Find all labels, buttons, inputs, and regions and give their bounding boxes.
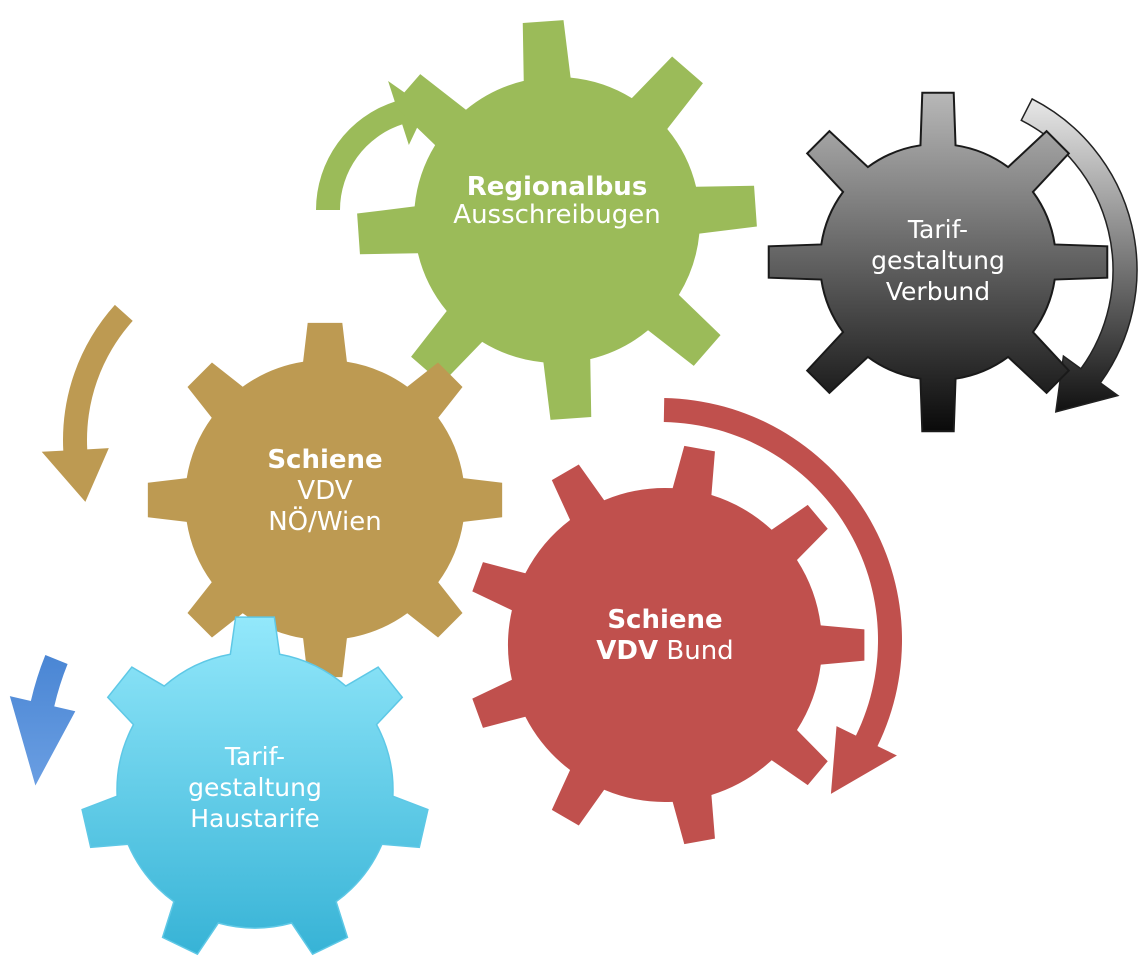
- gear-label-segment: VDV: [596, 636, 658, 666]
- gear-label-segment: VDV: [297, 476, 352, 506]
- gear-label-line: Tarif-: [224, 742, 285, 771]
- gears-layer: Tarif-gestaltungVerbundRegionalbusAussch…: [81, 20, 1109, 956]
- gear-shape: [472, 445, 865, 845]
- gear-label-line: VDV Bund: [596, 636, 733, 666]
- gear-label-line: Haustarife: [190, 804, 320, 833]
- gear-label-line: VDV: [297, 476, 352, 506]
- gear-label-segment: Tarif-: [224, 742, 285, 771]
- gear-label-line: gestaltung: [871, 246, 1005, 275]
- gear-label-segment: Bund: [658, 636, 734, 666]
- cycle-arrow-tan: [41, 304, 133, 502]
- gear-label-segment: NÖ/Wien: [268, 505, 382, 537]
- gear-label-segment: Haustarife: [190, 804, 320, 833]
- gear-label-line: Verbund: [886, 277, 990, 306]
- gear-label-segment: Ausschreibugen: [453, 200, 660, 230]
- gear-label-line: gestaltung: [188, 773, 322, 802]
- gear-label-segment: Schiene: [267, 445, 382, 475]
- gear-label-line: Regionalbus: [467, 172, 648, 202]
- cycle-arrow-green: [316, 81, 427, 210]
- cycle-arrow-blue: [9, 654, 76, 786]
- cycle-arrow-gray: [1020, 97, 1138, 413]
- gear-label-line: NÖ/Wien: [268, 505, 382, 537]
- gear-label-line: Schiene: [607, 605, 722, 635]
- gear-shape: [81, 616, 429, 956]
- gear-label-line: Ausschreibugen: [453, 200, 660, 230]
- gear-label-segment: gestaltung: [188, 773, 322, 802]
- gear-label-segment: gestaltung: [871, 246, 1005, 275]
- gear-label-segment: Verbund: [886, 277, 990, 306]
- gear-label-segment: Regionalbus: [467, 172, 648, 202]
- gear-shape: [357, 20, 757, 420]
- gear-label-segment: Schiene: [607, 605, 722, 635]
- gear-label-line: Tarif-: [907, 215, 968, 244]
- gear-label-segment: Tarif-: [907, 215, 968, 244]
- arrows-layer: [9, 81, 1138, 794]
- gear-shape: [147, 322, 503, 678]
- gear-label-line: Schiene: [267, 445, 382, 475]
- cycle-arrow-red: [663, 398, 903, 794]
- gear-shape: [767, 91, 1109, 433]
